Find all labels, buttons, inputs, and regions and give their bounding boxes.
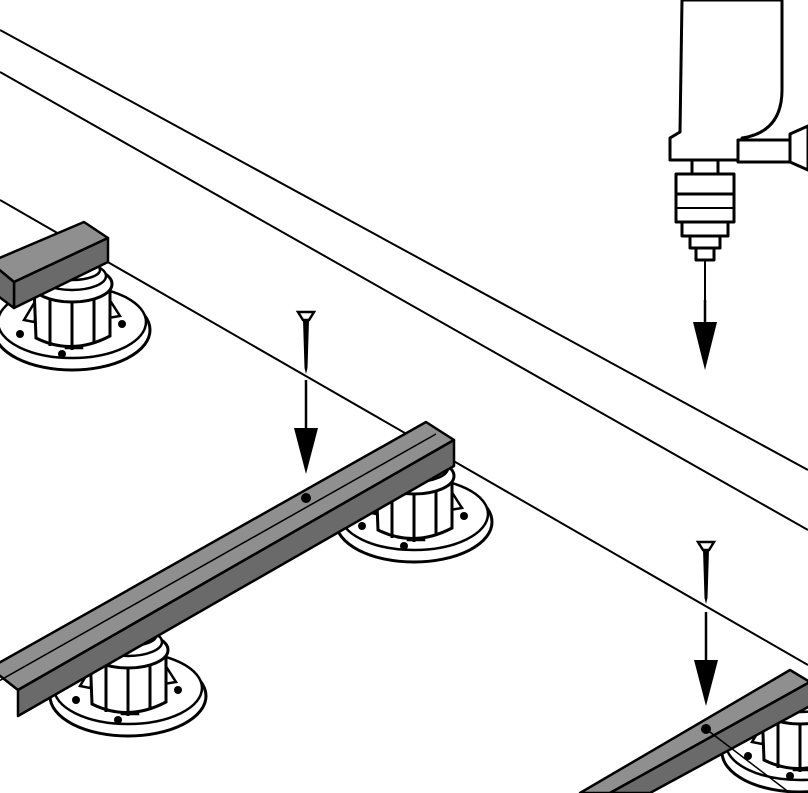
down-arrow-icon [693, 300, 717, 370]
joist-icon [0, 420, 456, 718]
joist-icon [578, 668, 808, 793]
down-arrow-icon [692, 610, 720, 708]
ground-lines [0, 29, 808, 666]
down-arrow-icon [292, 378, 320, 476]
power-drill-icon [668, 0, 808, 300]
joist-icon [0, 220, 110, 310]
screw-icon [696, 540, 716, 606]
screw-icon [296, 310, 316, 376]
